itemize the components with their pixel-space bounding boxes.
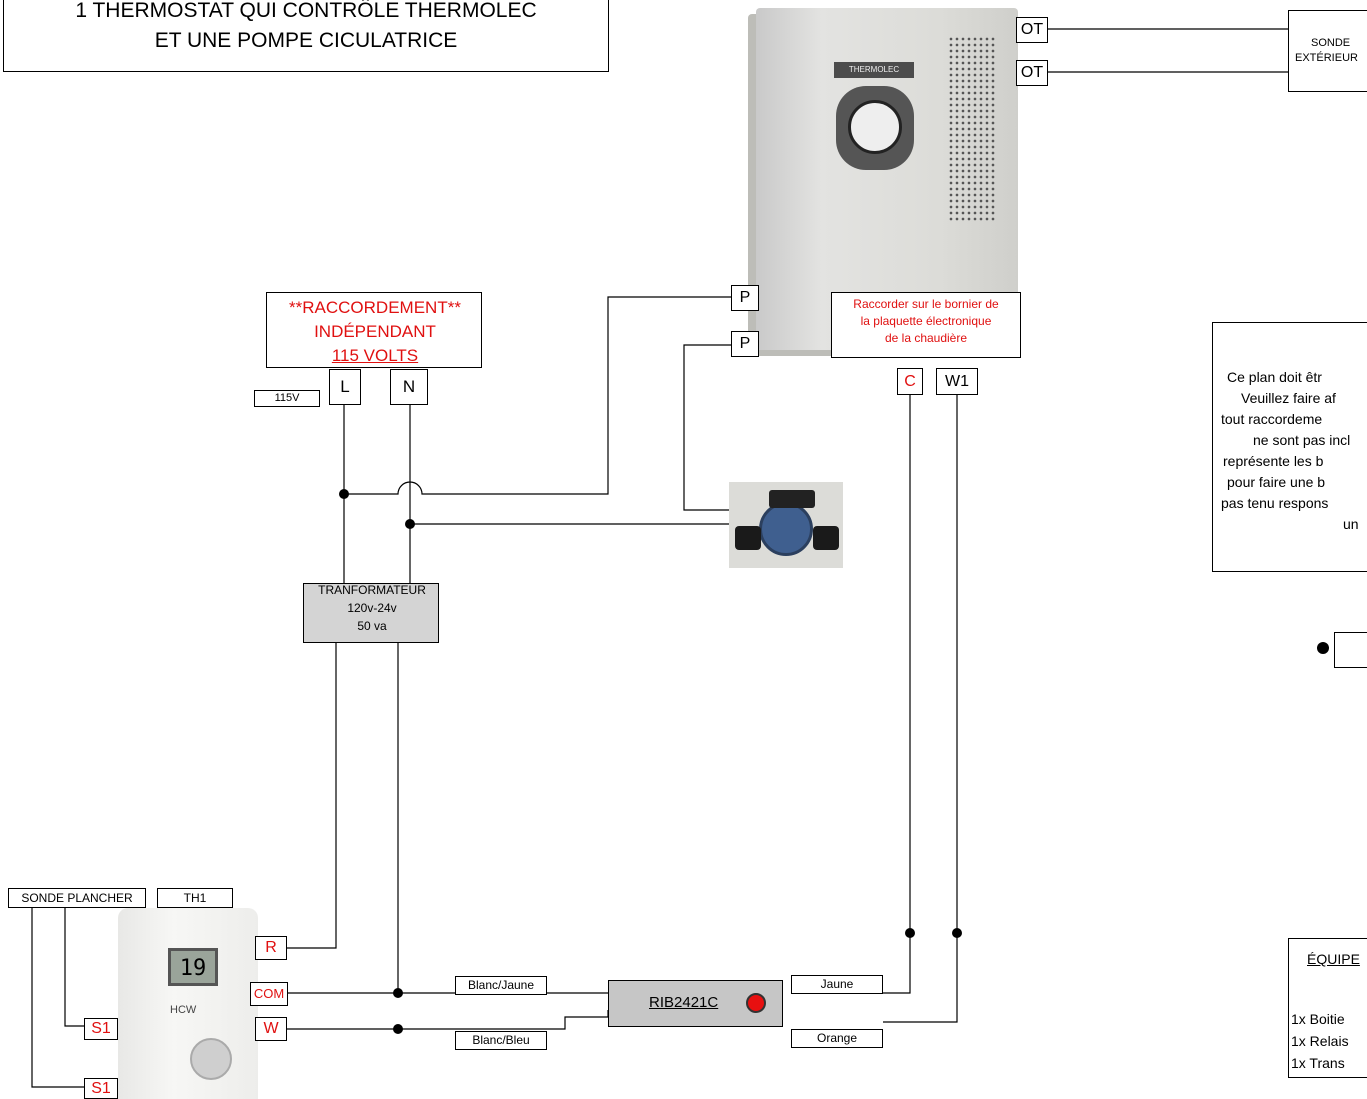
equipment-box: ÉQUIPE 1x Boitie 1x Relais 1x Trans: [1288, 938, 1367, 1078]
wire-label-blanc-bleu: Blanc/Bleu: [455, 1031, 547, 1050]
thermostat-temperature: 19: [179, 956, 207, 981]
voltage-label: 115V: [254, 390, 320, 407]
terminal-s1-b: S1: [84, 1078, 118, 1099]
power-line-2: INDÉPENDANT: [314, 322, 436, 341]
title-line-2: ET UNE POMPE CICULATRICE: [154, 29, 458, 52]
notice-text: Ce plan doit êtr Veuillez faire af tout …: [1213, 367, 1367, 535]
boiler-vent-grille: [948, 36, 996, 222]
pump-motor: [759, 502, 813, 556]
boiler-terminal-w1: W1: [936, 368, 978, 395]
boiler-terminal-c: C: [897, 368, 923, 395]
title-box: 1 THERMOSTAT QUI CONTRÔLE THERMOLEC ET U…: [3, 0, 609, 72]
pump-terminal-p-2: P: [731, 331, 759, 357]
notice-line-3: tout raccordeme: [1221, 411, 1323, 427]
title-line-1: 1 THERMOSTAT QUI CONTRÔLE THERMOLEC: [75, 0, 537, 22]
ot-terminal-1: OT: [1016, 17, 1048, 43]
notice-line-4: ne sont pas incl: [1253, 432, 1351, 448]
relay-led: [746, 993, 766, 1013]
transformer-line-2: 120v-24v: [347, 601, 397, 615]
boiler-dial-housing: [836, 86, 914, 170]
notice-box: Ce plan doit êtr Veuillez faire af tout …: [1212, 322, 1367, 572]
pump-terminal-p-1: P: [731, 285, 759, 311]
boiler-brand-plate: THERMOLEC: [834, 62, 914, 78]
boiler-brand: THERMOLEC: [848, 65, 900, 74]
notice-line-5: représente les b: [1223, 453, 1324, 469]
wire-label-orange: Orange: [791, 1029, 883, 1048]
notice-line-6: pour faire une b: [1227, 474, 1326, 490]
notice-line-8: un: [1343, 516, 1359, 532]
pump-inlet: [735, 526, 761, 550]
pump-outlet: [813, 526, 839, 550]
boiler-note-line-1: Raccorder sur le bornier de: [853, 297, 999, 311]
outdoor-sensor-line-2: EXTÉRIEUR: [1295, 52, 1358, 64]
thermostat-id-label: TH1: [157, 888, 233, 908]
wire-label-jaune: Jaune: [791, 975, 883, 994]
outdoor-sensor-box: SONDE EXTÉRIEUR: [1288, 10, 1367, 92]
relay-label: RIB2421C: [649, 994, 719, 1011]
terminal-r: R: [255, 936, 287, 960]
power-line-1: **RACCORDEMENT**: [289, 298, 461, 317]
terminal-com: COM: [250, 982, 288, 1006]
equipment-item-3: 1x Trans: [1291, 1055, 1345, 1071]
power-connection-box: **RACCORDEMENT** INDÉPENDANT 115 VOLTS: [266, 292, 482, 368]
notice-line-7: pas tenu respons: [1221, 495, 1329, 511]
boiler-note-line-3: de la chaudière: [884, 331, 968, 345]
equipment-item-2: 1x Relais: [1291, 1033, 1349, 1049]
terminal-l: L: [329, 369, 361, 405]
floor-sensor-label: SONDE PLANCHER: [8, 888, 146, 908]
boiler-note-line-2: la plaquette électronique: [860, 314, 992, 328]
pump-control-box: [769, 490, 815, 508]
thermostat-display: 19: [168, 948, 218, 986]
terminal-n: N: [390, 369, 428, 405]
boiler-dial: [848, 100, 902, 154]
boiler-connection-note: Raccorder sur le bornier de la plaquette…: [831, 292, 1021, 358]
ot-terminal-2: OT: [1016, 60, 1048, 86]
terminal-w: W: [255, 1017, 287, 1041]
terminal-s1-a: S1: [84, 1018, 118, 1040]
power-line-3: 115 VOLTS: [331, 346, 419, 365]
transformer-line-1: TRANFORMATEUR: [318, 583, 426, 597]
notice-line-1: Ce plan doit êtr: [1227, 369, 1322, 385]
notice-line-2: Veuillez faire af: [1241, 390, 1336, 406]
equipment-title: ÉQUIPE: [1307, 951, 1360, 967]
thermostat-brand: HCW: [170, 1004, 197, 1016]
transformer-box: TRANFORMATEUR 120v-24v 50 va: [303, 583, 439, 643]
transformer-line-3: 50 va: [357, 619, 387, 633]
thermostat: 19 HCW: [118, 908, 258, 1099]
wire-label-blanc-jaune: Blanc/Jaune: [455, 976, 547, 995]
legend-terminal-box: [1334, 632, 1367, 668]
circulator-pump: [729, 482, 843, 568]
outdoor-sensor-line-1: SONDE: [1311, 37, 1351, 49]
thermostat-buttons[interactable]: [190, 1038, 232, 1080]
equipment-item-1: 1x Boitie: [1291, 1011, 1345, 1027]
relay-box: RIB2421C: [608, 980, 783, 1027]
